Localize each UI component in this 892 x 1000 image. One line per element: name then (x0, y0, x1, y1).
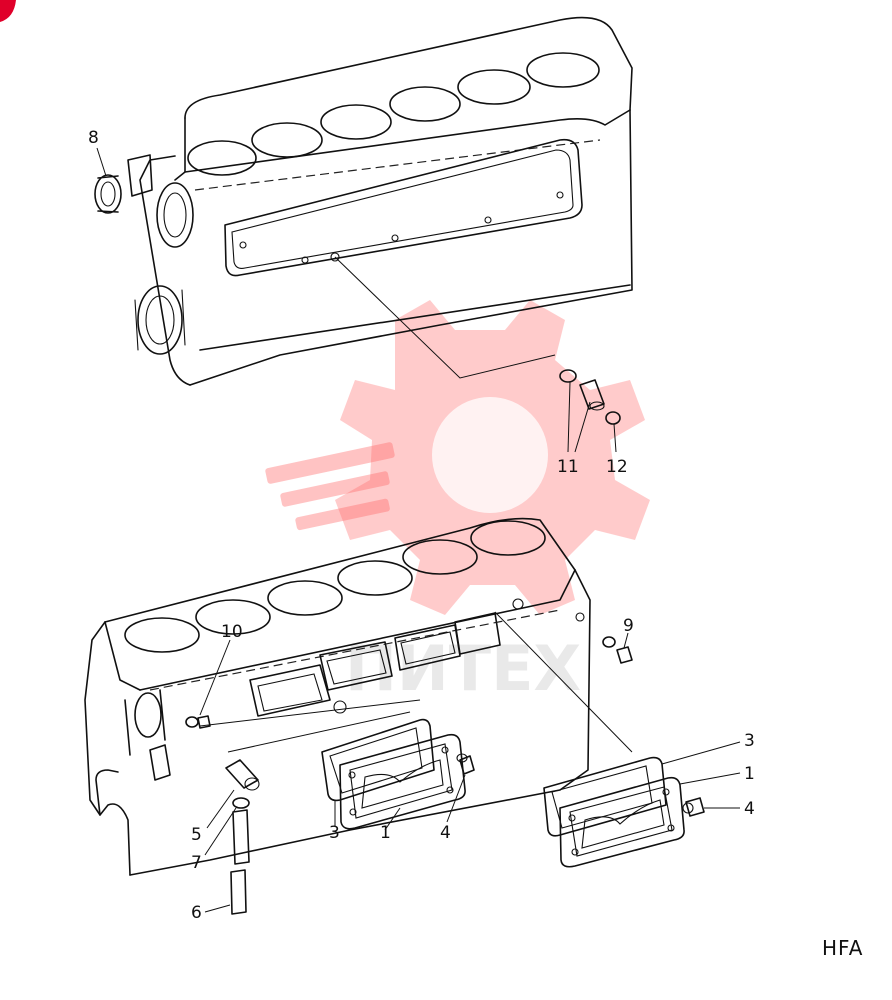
part-9-plug (602, 632, 633, 664)
callout-6: 6 (191, 903, 202, 923)
part-4-bolt-left (446, 753, 475, 823)
watermark-gear-hole (432, 397, 548, 513)
diagram-code: HFA (822, 936, 863, 960)
callout-11: 11 (557, 457, 579, 477)
callout-9: 9 (623, 616, 634, 636)
callout-1-right: 1 (744, 764, 755, 784)
part-5-fitting (206, 759, 260, 829)
watermark-speed-lines (265, 442, 395, 531)
upper-engine-block (127, 16, 633, 386)
callout-12: 12 (606, 457, 628, 477)
corner-badge (0, 0, 16, 22)
right-cover-assembly (543, 741, 741, 868)
part-12-washer (605, 411, 621, 453)
callout-3-left: 3 (329, 823, 340, 843)
callout-4-right: 4 (744, 799, 755, 819)
part-4-bolt-right (682, 797, 740, 817)
callout-7: 7 (191, 853, 202, 873)
part-10-plug (185, 639, 231, 729)
left-cover-assembly (321, 718, 466, 831)
callout-3-right: 3 (744, 731, 755, 751)
callout-5: 5 (191, 825, 202, 845)
part-8-seal (94, 147, 122, 214)
part-7-oring (204, 797, 250, 856)
callout-4-left: 4 (440, 823, 451, 843)
part-6-tube (204, 809, 250, 915)
part-11-fitting (559, 369, 605, 453)
callout-10: 10 (221, 622, 243, 642)
callout-1-left: 1 (380, 823, 391, 843)
callout-8: 8 (88, 128, 99, 148)
